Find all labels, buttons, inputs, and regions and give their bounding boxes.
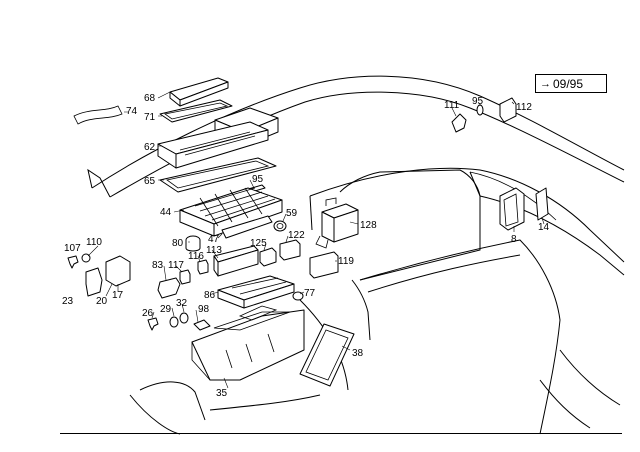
washer-29 [169,316,179,328]
connector-83 [157,277,181,299]
callout-98: 98 [198,304,210,315]
block-20 [105,255,131,287]
version-date-text: 09/95 [553,76,584,91]
callout-47: 47 [208,234,220,245]
callout-107: 107 [64,243,81,254]
fuse-box-cover [169,77,229,107]
block-112 [499,97,517,123]
relay-116 [197,259,209,275]
callout-77: 77 [304,288,316,299]
callout-68: 68 [144,93,156,104]
callout-labels: 68 71 74 62 65 95 44 59 128 107 110 80 4… [62,93,550,399]
callout-119: 119 [338,256,354,267]
fuse-box-lid [299,323,355,387]
arrow-right-icon: → [540,77,551,90]
callout-38: 38 [352,348,364,359]
panel-14 [535,187,549,221]
callout-95: 95 [252,174,264,185]
callout-32: 32 [176,298,188,309]
relay-round [185,235,201,252]
callout-122: 122 [288,230,305,241]
clip-98 [193,319,211,331]
callout-59: 59 [286,208,298,219]
callout-14: 14 [538,222,550,233]
callout-62: 62 [144,142,156,153]
callout-65: 65 [144,176,156,187]
callout-23: 23 [62,296,74,307]
callout-83: 83 [152,260,164,271]
callout-95-top: 95 [472,96,484,107]
cover-seal-frame [159,99,233,123]
callout-35: 35 [216,388,228,399]
relay-carrier [217,275,295,309]
vehicle-body-outline [87,75,625,435]
block-23 [85,267,103,297]
callout-113: 113 [206,245,222,256]
clip-111 [451,113,467,133]
callout-116: 116 [188,251,204,262]
relay-small-a [259,247,277,267]
fuse-strip [221,215,273,239]
screw-107 [67,255,79,269]
callout-111: 111 [444,100,460,111]
leader-lines [87,91,545,389]
relay-117 [179,269,191,285]
relay-block [213,245,259,277]
control-unit [315,197,359,249]
door-module [499,187,525,231]
gasket-seal [73,105,123,125]
callout-117: 117 [168,260,184,271]
callout-8: 8 [511,234,517,245]
callout-74: 74 [126,106,138,117]
callout-80: 80 [172,238,184,249]
callout-29: 29 [160,304,172,315]
fuse-box-housing [157,121,269,169]
callout-26: 26 [142,308,154,319]
version-date-badge: → 09/95 [535,74,607,93]
grommet-ring [273,220,287,232]
callout-128: 128 [360,220,377,231]
callout-17: 17 [112,290,124,301]
callout-110: 110 [86,237,102,248]
fuse-box-base [191,305,305,381]
washer-32 [179,312,189,324]
callout-20: 20 [96,296,108,307]
relay-small-b [279,239,301,261]
callout-125: 125 [250,238,267,249]
callout-71: 71 [144,112,156,123]
fuse-box-gasket [159,157,277,193]
module-119 [309,251,339,279]
callout-112: 112 [516,102,532,113]
footer-divider [60,433,622,434]
callout-44: 44 [160,207,172,218]
callout-86: 86 [204,290,216,301]
screw-26 [147,317,159,331]
